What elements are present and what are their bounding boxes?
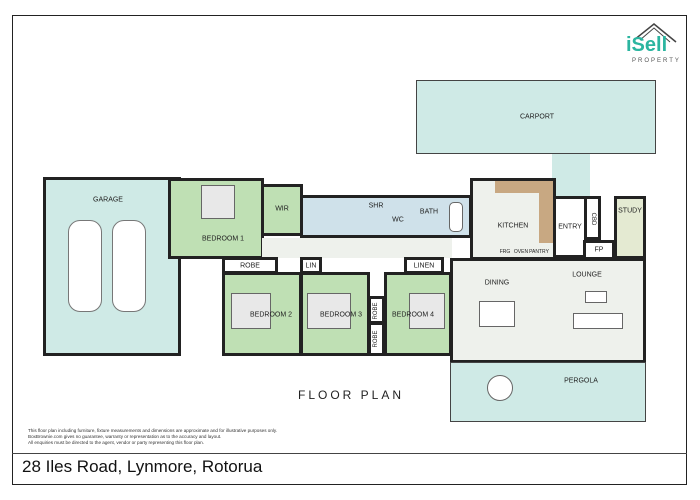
robe-2: ROBE [368, 296, 385, 324]
disclaimer-line: This floor plan including furniture, fix… [28, 428, 278, 433]
dining-label: DINING [484, 279, 510, 287]
bed-icon [201, 185, 235, 219]
roof-icon [633, 23, 677, 43]
wir-label: WIR [275, 205, 289, 213]
logo-brand: iSell [626, 34, 668, 56]
carport: CARPORT [416, 80, 656, 154]
oven-label: OVEN [513, 249, 529, 255]
dining-lounge: DINING LOUNGE [450, 258, 646, 363]
kitchen: KITCHEN FRG OVEN PANTRY [470, 178, 556, 260]
robe-3-label: ROBE [373, 330, 379, 348]
plan-title: FLOOR PLAN [298, 388, 405, 402]
robe-label: ROBE [240, 262, 260, 270]
outdoor-table-icon [487, 375, 513, 401]
robe-2-label: ROBE [373, 302, 379, 320]
carport-label: CARPORT [519, 113, 555, 121]
entry-label: ENTRY [558, 223, 582, 231]
linen-label: LINEN [413, 262, 435, 270]
study-label: STUDY [618, 207, 642, 215]
bedroom-4-label: BEDROOM 4 [391, 311, 435, 319]
garage: GARAGE [43, 177, 181, 356]
study: STUDY [614, 196, 646, 259]
pergola-label: PERGOLA [564, 377, 598, 385]
kitchen-counter [495, 181, 553, 193]
logo-sub: PROPERTY [632, 58, 681, 64]
hallway [262, 238, 452, 258]
bedroom-4: BEDROOM 4 [384, 272, 452, 356]
entry: ENTRY [553, 196, 587, 258]
kitchen-label: KITCHEN [497, 222, 529, 230]
bedroom-2-label: BEDROOM 2 [249, 311, 293, 319]
car-icon [68, 220, 102, 312]
bedroom-3: BEDROOM 3 [300, 272, 370, 356]
wir: WIR [261, 184, 303, 236]
bedroom-2: BEDROOM 2 [222, 272, 302, 356]
bathtub-icon [449, 202, 463, 232]
garage-label: GARAGE [93, 196, 123, 204]
kitchen-counter [539, 181, 553, 243]
wc-label: WC [392, 216, 404, 224]
coffee-table-icon [585, 291, 607, 303]
disclaimer-line: BoxBrownie.com gives no guarantee, warra… [28, 434, 222, 439]
bathroom-strip: SHR WC BATH [300, 195, 472, 238]
lin: LIN [300, 257, 322, 274]
walkway [552, 154, 590, 198]
linen: LINEN [404, 257, 444, 274]
disclaimer: This floor plan including furniture, fix… [28, 428, 277, 446]
cbd-label: CBD [590, 212, 596, 226]
pantry-label: PANTRY [529, 249, 549, 255]
bedroom-1-label: BEDROOM 1 [201, 235, 245, 243]
page-frame [12, 15, 687, 485]
pergola: PERGOLA [450, 362, 646, 422]
bed-icon [231, 293, 271, 329]
bed-icon [409, 293, 445, 329]
fp-label: FP [594, 246, 604, 254]
address: 28 Iles Road, Lynmore, Rotorua [22, 457, 263, 476]
isell-logo: iSell PROPERTY [620, 22, 682, 68]
bath-label: BATH [419, 208, 439, 216]
robe: ROBE [222, 257, 278, 274]
bedroom-1: BEDROOM 1 [168, 178, 264, 259]
lin-label: LIN [305, 262, 317, 270]
car-icon [112, 220, 146, 312]
robe-3: ROBE [368, 322, 385, 356]
fireplace: FP [583, 240, 615, 260]
bed-icon [307, 293, 351, 329]
disclaimer-line: All enquiries must be directed to the ag… [28, 440, 204, 445]
frg-label: FRG [499, 249, 511, 255]
address-divider [12, 453, 687, 454]
dining-table-icon [479, 301, 515, 327]
cbd: CBD [584, 196, 601, 240]
shr-label: SHR [368, 202, 384, 210]
sofa-icon [573, 313, 623, 329]
lounge-label: LOUNGE [572, 271, 602, 279]
bedroom-3-label: BEDROOM 3 [319, 311, 363, 319]
